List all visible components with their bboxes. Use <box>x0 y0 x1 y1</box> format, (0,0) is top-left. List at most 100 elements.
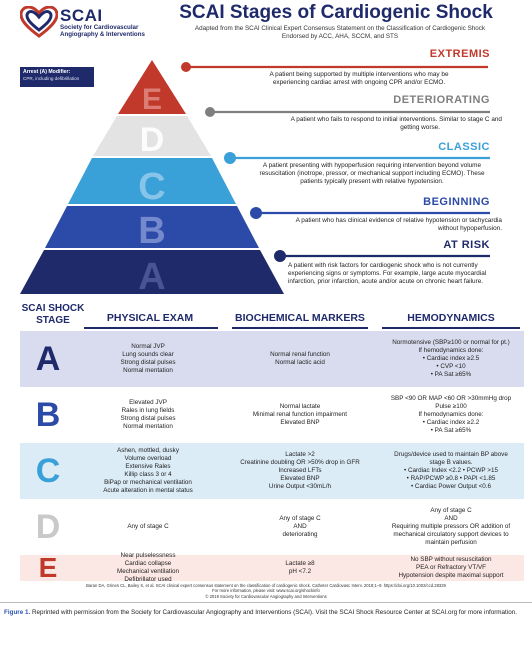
cell-line-physical-exam: Normal mentation <box>123 423 173 430</box>
caption-label: Figure 1. <box>4 609 31 616</box>
table-header-hemodynamics: HEMODYNAMICS <box>407 312 495 324</box>
cell-line-physical-exam: Near pulselessness <box>120 552 176 559</box>
cell-line-biochemical: Lactate >2 <box>285 451 315 458</box>
stage-desc-d: A patient who fails to respond to initia… <box>220 116 502 132</box>
cell-line-physical-exam: Rales in lung fields <box>121 407 175 414</box>
cell-line-physical-exam: Strong distal pulses <box>120 359 176 366</box>
row-letter-b: B <box>35 395 61 434</box>
connector-dot-a <box>274 250 286 262</box>
caption-text: Reprinted with permission from the Socie… <box>30 609 517 616</box>
scai-logo: SCAI Society for Cardiovascular Angiogra… <box>20 6 150 40</box>
logo-name: SCAI <box>60 6 103 25</box>
cell-line-hemodynamics: No SBP without resuscitation <box>410 556 492 563</box>
cell-line-physical-exam: Defibrillator used <box>124 576 172 583</box>
stage-desc-a-line-2: experiencing signs or symptoms. For exam… <box>288 270 487 277</box>
pyramid-letter-d: D <box>140 121 165 159</box>
stage-desc-b-line-1: A patient who has clinical evidence of r… <box>295 217 502 224</box>
shock-stage-pyramid: E D C B A <box>20 60 490 298</box>
cell-a-hemodynamics: Normotensive (SBP≥100 or normal for pt.)… <box>378 331 524 387</box>
logo-subtitle-1: Society for Cardiovascular <box>60 24 139 31</box>
stage-desc-b: A patient who has clinical evidence of r… <box>262 217 502 233</box>
cell-line-hemodynamics: Any of stage C <box>430 507 472 514</box>
stage-header-line-2: STAGE <box>36 315 70 326</box>
cell-line-physical-exam: Normal JVP <box>131 343 165 350</box>
cell-line-biochemical: Lactate ≥8 <box>285 560 315 567</box>
cell-line-physical-exam: Any of stage C <box>127 523 169 530</box>
cell-line-physical-exam: Lung sounds clear <box>122 351 174 358</box>
connector-dot-b <box>250 207 262 219</box>
row-letter-c: C <box>35 451 61 490</box>
cell-line-physical-exam: Killip class 3 or 4 <box>124 471 172 478</box>
pyramid-letter-e: E <box>142 83 162 116</box>
stage-desc-c: A patient presenting with hypoperfusion … <box>236 162 508 186</box>
cell-line-hemodynamics: • PA Sat ≥65% <box>430 371 472 378</box>
cell-line-hemodynamics: Normotensive (SBP≥100 or normal for pt.) <box>392 339 510 346</box>
connector-dot-c <box>224 152 236 164</box>
cell-line-biochemical: Elevated BNP <box>280 419 320 426</box>
stage-desc-e: A patient being supported by multiple in… <box>218 71 500 87</box>
stage-heading-b: BEGINNING <box>423 196 490 208</box>
cell-line-hemodynamics: • RAP/PCWP ≥0.8 • PAPI <1.85 <box>406 475 496 482</box>
pyramid-tier-a <box>20 250 284 294</box>
cell-line-hemodynamics: • Cardiac index ≥2.2 <box>422 419 480 426</box>
logo-text: SCAI Society for Cardiovascular Angiogra… <box>60 7 145 38</box>
row-letter-a: A <box>35 339 61 378</box>
subtitle-line-1: Adapted from the SCAI Clinical Expert Co… <box>194 25 486 32</box>
cell-line-biochemical: Normal lactate <box>279 403 321 410</box>
cell-line-hemodynamics: Pulse ≥100 <box>435 403 467 410</box>
cell-line-physical-exam: Cardiac collapse <box>124 560 172 567</box>
table-header-stage: SCAI SHOCK STAGE <box>14 303 92 327</box>
table-header-biochemical-markers: BIOCHEMICAL MARKERS <box>235 312 365 324</box>
row-letter-e: E <box>38 552 58 583</box>
cell-line-biochemical: Normal lactic acid <box>275 359 325 366</box>
cell-line-biochemical: Elevated BNP <box>280 475 320 482</box>
heart-logo-icon <box>20 6 58 38</box>
stage-heading-e: EXTREMIS <box>429 48 490 60</box>
stage-desc-c-line-2: resuscitation (inotrope, pressor, or mec… <box>259 170 485 177</box>
cell-line-biochemical: Increased LFTs <box>278 467 322 474</box>
cell-line-biochemical: deteriorating <box>282 531 318 538</box>
stage-heading-a: AT RISK <box>443 239 490 251</box>
stage-desc-e-line-2: experiencing cardiac arrest with ongoing… <box>272 79 446 86</box>
pyramid-tier-e <box>118 60 186 114</box>
stage-desc-a-line-3: infarction, prior infarction, acute and/… <box>288 278 484 285</box>
cell-line-hemodynamics: PEA or Refractory VT/VF <box>416 564 486 571</box>
cell-line-hemodynamics: • CVP <10 <box>436 363 466 370</box>
cell-line-hemodynamics: Drugs/device used to maintain BP above <box>394 451 508 458</box>
page-title: SCAI Stages of Cardiogenic Shock <box>179 2 493 23</box>
cell-line-physical-exam: Acute alteration in mental status <box>103 487 193 494</box>
stage-header-line-1: SCAI SHOCK <box>21 303 85 314</box>
header-underline-physical-exam <box>84 327 218 329</box>
citation-line-3: © 2019 Society for Cardiovascular Angiog… <box>205 593 327 599</box>
arrest-modifier-box: Arrest (A) Modifier: CPR, including defi… <box>20 67 94 87</box>
cell-line-hemodynamics: maintain perfusion <box>425 539 477 546</box>
figure-caption: Figure 1. Reprinted with permission from… <box>4 609 532 617</box>
citation-line-2: For more information, please visit: www.… <box>212 588 320 594</box>
cell-line-physical-exam: Volume overload <box>124 455 172 462</box>
cell-line-physical-exam: BiPap or mechanical ventilation <box>104 479 192 486</box>
pyramid-tier-c <box>68 158 236 204</box>
cell-line-physical-exam: Extensive Rales <box>125 463 171 470</box>
pyramid-tier-b <box>45 206 259 248</box>
subtitle-line-2: Endorsed by ACC, AHA, SCCM, and STS <box>281 33 399 41</box>
citation: Baran DA, Grines CL, Bailey S, et al. SC… <box>26 583 506 599</box>
cell-line-physical-exam: Elevated JVP <box>129 399 167 406</box>
cell-line-hemodynamics: stage B values. <box>429 459 473 466</box>
stage-heading-d: DETERIORATING <box>393 94 490 106</box>
arrest-modifier-title: Arrest (A) Modifier: <box>23 69 71 75</box>
cell-line-hemodynamics: SBP <90 OR MAP <60 OR >30mmHg drop <box>390 395 512 402</box>
pyramid-letter-c: C <box>138 166 165 208</box>
cell-line-physical-exam: Mechanical ventilation <box>117 568 179 575</box>
stage-desc-a-line-1: A patient with risk factors for cardioge… <box>288 262 478 269</box>
stage-heading-c: CLASSIC <box>438 141 490 153</box>
